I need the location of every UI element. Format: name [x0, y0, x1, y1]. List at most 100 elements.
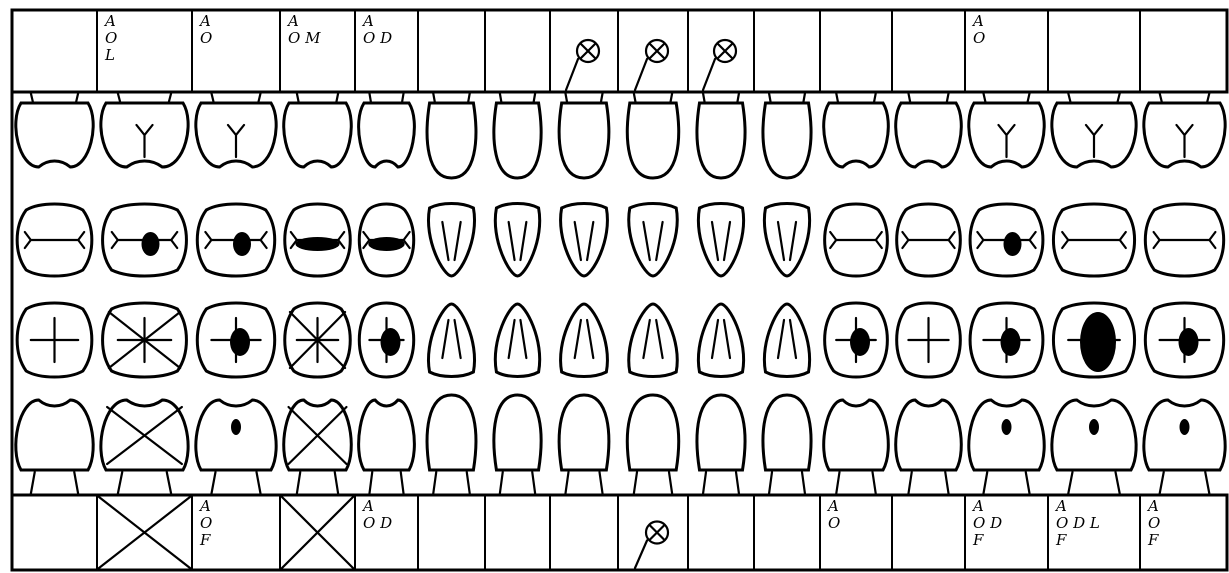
decay-mark — [1080, 312, 1116, 372]
decay-mark — [368, 237, 404, 251]
lower-note-line: O D — [973, 514, 1002, 532]
lower-occlusal-tooth — [629, 304, 678, 377]
upper-buccal-tooth — [16, 103, 93, 167]
upper-occlusal-tooth — [428, 204, 474, 277]
lower-large-x-marker — [282, 497, 353, 568]
lower-occlusal-tooth — [561, 304, 608, 377]
upper-buccal-tooth — [896, 103, 962, 167]
root-line — [1068, 472, 1072, 494]
lower-note-line: O — [828, 514, 840, 532]
upper-note-line: O D — [363, 29, 392, 47]
root-line — [1160, 472, 1164, 494]
upper-occlusal-tooth — [561, 204, 608, 277]
upper-note-line: O M — [288, 29, 321, 47]
lower-note-line: A — [1146, 497, 1159, 515]
lower-note-line: A — [198, 497, 211, 515]
lower-note-line: O — [1148, 514, 1160, 532]
upper-note-14: AO — [971, 12, 985, 47]
upper-note-2: AOL — [103, 12, 117, 64]
lower-note-15: AO D LF — [1054, 497, 1100, 549]
root-line — [500, 472, 503, 494]
upper-note-line: L — [104, 46, 115, 64]
teeth-layer — [16, 93, 1225, 494]
root-line — [945, 472, 948, 494]
decay-mark — [233, 232, 251, 256]
decay-mark — [295, 237, 339, 251]
upper-occlusal-tooth — [764, 204, 809, 277]
decay-mark — [1001, 328, 1021, 356]
decay-mark — [381, 328, 401, 356]
root-line — [836, 472, 839, 494]
lower-note-line: A — [1054, 497, 1067, 515]
decay-mark — [1179, 328, 1199, 356]
root-line — [565, 472, 568, 494]
root-line — [297, 472, 300, 494]
upper-buccal-tooth — [427, 103, 476, 178]
decay-mark — [231, 419, 241, 435]
upper-note-line: A — [361, 12, 374, 30]
root-line — [167, 472, 171, 494]
lower-note-5: AO D — [361, 497, 392, 532]
upper-note-line: A — [971, 12, 984, 30]
lower-note-line: F — [1055, 531, 1067, 549]
lower-buccal-tooth — [359, 400, 415, 470]
upper-buccal-tooth — [627, 103, 678, 178]
upper-occlusal-tooth — [629, 204, 678, 277]
root-line — [703, 472, 706, 494]
upper-buccal-tooth — [284, 103, 352, 167]
upper-buccal-tooth — [824, 103, 889, 167]
upper-buccal-tooth — [697, 103, 745, 178]
lower-buccal-tooth — [627, 395, 678, 470]
lower-note-line: A — [826, 497, 839, 515]
lower-occlusal-tooth — [428, 304, 474, 377]
upper-buccal-tooth — [763, 103, 811, 178]
upper-note-row — [12, 10, 1227, 92]
lower-occlusal-tooth — [698, 304, 743, 377]
upper-occlusal-tooth — [495, 204, 539, 277]
root-line — [467, 472, 470, 494]
lower-note-row — [12, 495, 1227, 570]
root-line — [433, 472, 436, 494]
decay-mark — [1002, 419, 1012, 435]
decay-mark — [1089, 419, 1099, 435]
lower-note-line: O D L — [1056, 514, 1100, 532]
root-line — [873, 472, 876, 494]
root-line — [335, 472, 338, 494]
lower-note-line: O D — [363, 514, 392, 532]
decay-mark — [142, 232, 160, 256]
lower-note-14: AO DF — [971, 497, 1002, 549]
lower-note-12: AO — [826, 497, 840, 532]
lower-circled-x-stroke — [635, 526, 664, 569]
lower-note-line: F — [199, 531, 211, 549]
root-line — [31, 472, 35, 494]
root-line — [118, 472, 122, 494]
upper-circled-x-stroke — [703, 44, 732, 90]
upper-note-4: AO M — [286, 12, 321, 47]
root-line — [736, 472, 739, 494]
root-line — [257, 472, 261, 494]
lower-note-line: F — [1147, 531, 1159, 549]
root-line — [532, 472, 535, 494]
root-line — [634, 472, 637, 494]
chart-grid — [12, 10, 1227, 570]
root-line — [401, 472, 404, 494]
root-line — [600, 472, 603, 494]
lower-buccal-tooth — [824, 400, 889, 470]
decay-mark — [1180, 419, 1190, 435]
root-line — [983, 472, 987, 494]
root-line — [1205, 472, 1209, 494]
lower-note-line: A — [971, 497, 984, 515]
root-line — [211, 472, 215, 494]
lower-occlusal-tooth — [764, 304, 809, 377]
upper-occlusal-tooth — [698, 204, 743, 277]
upper-circled-x-stroke — [635, 44, 664, 90]
upper-note-line: A — [103, 12, 116, 30]
upper-note-line: A — [286, 12, 299, 30]
upper-circled-x-stroke — [566, 44, 595, 90]
upper-note-3: AO — [198, 12, 212, 47]
upper-note-5: AO D — [361, 12, 392, 47]
lower-note-3: AOF — [198, 497, 212, 549]
lower-buccal-tooth — [763, 395, 811, 470]
upper-note-line: O — [200, 29, 212, 47]
